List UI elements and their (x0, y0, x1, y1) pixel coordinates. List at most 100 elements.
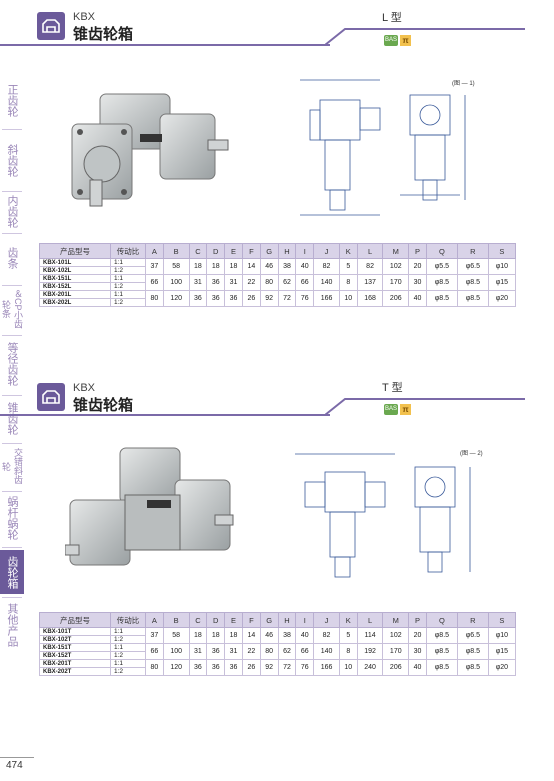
dimension-cell: 66 (295, 274, 315, 291)
column-header: S (487, 243, 517, 259)
ratio-cell: 1:1 (110, 290, 146, 299)
dimension-cell: 36 (206, 274, 226, 291)
sidebar-item-8[interactable]: 蜗杆蜗轮 (0, 492, 24, 544)
ratio-cell: 1:1 (110, 643, 146, 652)
sidebar-item-9[interactable]: 齿轮箱 (0, 550, 24, 594)
column-header: L (356, 612, 384, 628)
type-label-l: L 型 (382, 12, 402, 24)
dimension-cell: 120 (162, 290, 190, 307)
ratio-cell: 1:2 (110, 667, 146, 676)
dimension-cell: 18 (188, 258, 208, 275)
dimension-cell: 66 (295, 643, 315, 660)
column-header: K (338, 243, 358, 259)
dimension-cell: 80 (259, 643, 279, 660)
sidebar-item-10[interactable]: 其他产品 (0, 600, 24, 650)
sidebar-item-7[interactable]: 交错斜齿轮 (0, 444, 24, 488)
header-rule-slant (325, 398, 525, 416)
sidebar-separator (2, 191, 22, 192)
dimension-cell: φ6.5 (456, 258, 489, 275)
column-header: F (241, 612, 261, 628)
column-header: Q (425, 612, 458, 628)
dimension-cell: 170 (382, 274, 410, 291)
model-cell: KBX-102L (39, 266, 111, 275)
section-title: 锥齿轮箱 (73, 26, 134, 43)
column-header: H (277, 243, 297, 259)
sidebar-item-label: 等径齿轮 (6, 342, 18, 386)
technical-drawing-t (295, 453, 471, 578)
column-header: K (338, 612, 358, 628)
model-cell: KBX-102T (39, 635, 111, 644)
header-rule-slant (325, 28, 525, 46)
dimension-cell: 120 (162, 659, 190, 676)
sidebar-item-6[interactable]: 锥齿轮 (0, 396, 24, 440)
dimension-cell: 22 (241, 643, 261, 660)
dimension-cell: 66 (145, 274, 164, 291)
gearbox-icon (42, 19, 60, 33)
sidebar-item-0[interactable]: 正齿轮 (0, 74, 24, 126)
dimension-cell: 36 (206, 643, 226, 660)
dimension-cell: 80 (145, 290, 164, 307)
dimension-cell: φ8.5 (456, 290, 489, 307)
column-header: 产品型号 (39, 243, 111, 259)
dimension-cell: 36 (188, 659, 208, 676)
dimension-cell: 37 (145, 627, 164, 644)
section-title: 锥齿轮箱 (73, 397, 134, 414)
sidebar-item-3[interactable]: 齿条 (0, 234, 24, 282)
sidebar-item-label: 齿轮箱 (6, 555, 18, 589)
column-header: P (408, 243, 427, 259)
dimension-cell: 82 (356, 258, 384, 275)
column-header: P (408, 612, 427, 628)
dimension-cell: 18 (224, 627, 243, 644)
dimension-cell: 62 (277, 643, 297, 660)
sidebar-item-label: 齿条 (6, 247, 18, 269)
column-header: B (162, 243, 190, 259)
column-header: E (224, 612, 243, 628)
column-header: G (259, 243, 279, 259)
brand-label: KBX (73, 11, 96, 23)
dimension-cell: 76 (295, 290, 315, 307)
dimension-cell: 38 (277, 627, 297, 644)
column-header: C (188, 243, 208, 259)
sidebar-separator (2, 491, 22, 492)
dimension-cell: 102 (382, 627, 410, 644)
ratio-cell: 1:2 (110, 651, 146, 660)
dimension-cell: 166 (313, 290, 340, 307)
dimension-cell: 82 (313, 258, 340, 275)
dimension-cell: 102 (382, 258, 410, 275)
sidebar-separator (2, 395, 22, 396)
dimension-cell: φ15 (487, 274, 517, 291)
dimension-cell: 46 (259, 627, 279, 644)
dimension-cell: 168 (356, 290, 384, 307)
dimension-cell: 62 (277, 274, 297, 291)
dimension-cell: 76 (295, 659, 315, 676)
column-header: G (259, 612, 279, 628)
model-cell: KBX-202L (39, 298, 111, 307)
dimension-cell: φ6.5 (456, 627, 489, 644)
model-cell: KBX-201L (39, 290, 111, 299)
sidebar-item-4[interactable]: ＆CP小齿轮条 (0, 286, 24, 332)
sidebar-item-2[interactable]: 内齿轮 (0, 192, 24, 230)
dimension-cell: 38 (277, 258, 297, 275)
dimension-cell: 58 (162, 258, 190, 275)
dimension-cell: 10 (338, 659, 358, 676)
page-number: 474 (6, 760, 23, 771)
sidebar-item-5[interactable]: 等径齿轮 (0, 336, 24, 392)
column-header: A (145, 612, 164, 628)
column-header: D (206, 612, 226, 628)
gearbox-icon (42, 390, 60, 404)
sidebar-separator (2, 547, 22, 548)
dimension-cell: 137 (356, 274, 384, 291)
column-header: F (241, 243, 261, 259)
dimension-cell: 37 (145, 258, 164, 275)
column-header: H (277, 612, 297, 628)
ratio-cell: 1:1 (110, 659, 146, 668)
column-header: I (295, 612, 315, 628)
sidebar-item-1[interactable]: 斜齿轮 (0, 132, 24, 188)
dimension-cell: 40 (408, 290, 427, 307)
